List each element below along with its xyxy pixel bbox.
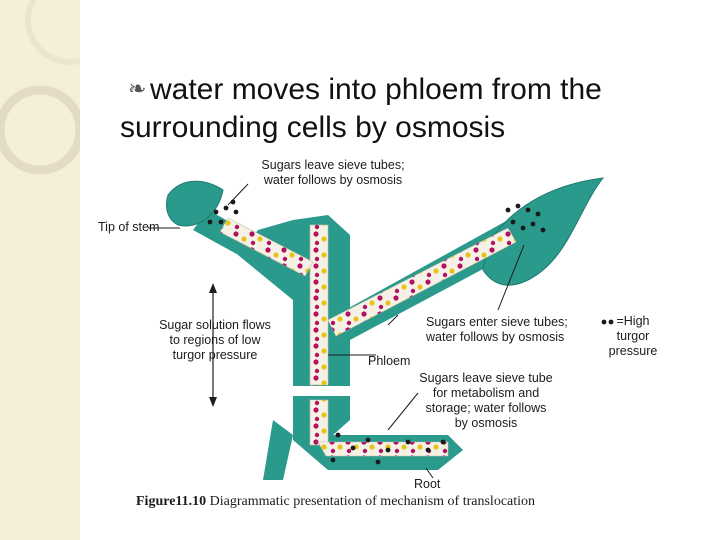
leaf-bullet-icon: ❧ (128, 70, 150, 108)
bullet-point: ❧water moves into phloem from the surrou… (128, 70, 708, 147)
translocation-diagram: Sugars leave sieve tubes; water follows … (88, 150, 688, 490)
figure-number: Figure11.10 (136, 494, 206, 509)
label-sugars-leave-bottom-line4: by osmosis (455, 416, 518, 430)
label-sugars-leave-top-line2: water follows by osmosis (264, 173, 402, 187)
decorative-side-strip (0, 0, 80, 540)
label-sugars-leave-bottom: Sugars leave sieve tube for metabolism a… (406, 371, 566, 431)
label-sugars-leave-bottom-line2: for metabolism and (433, 386, 539, 400)
figure-caption-text: Diagrammatic presentation of mechanism o… (210, 494, 535, 509)
label-sugars-enter-line2: water follows by osmosis (426, 330, 564, 344)
label-sugars-leave-top-line1: Sugars leave sieve tubes; (261, 158, 404, 172)
label-sugars-enter: Sugars enter sieve tubes; water follows … (426, 315, 568, 345)
label-sugars-leave-top: Sugars leave sieve tubes; water follows … (238, 158, 428, 188)
label-sugar-flow: Sugar solution flows to regions of low t… (140, 318, 290, 363)
label-high-turgor-line3: pressure (609, 344, 658, 358)
decorative-rings (0, 0, 80, 540)
label-sugar-flow-line3: turgor pressure (173, 348, 258, 362)
stem-break (283, 386, 363, 396)
label-sugar-flow-line1: Sugar solution flows (159, 318, 271, 332)
figure-caption: Figure11.10 Diagrammatic presentation of… (136, 494, 696, 510)
label-sugars-enter-line1: Sugars enter sieve tubes; (426, 315, 568, 329)
label-sugars-leave-bottom-line3: storage; water follows (426, 401, 547, 415)
bullet-text-line2: surrounding cells by osmosis (120, 111, 505, 144)
label-high-turgor: =High turgor pressure (593, 314, 673, 359)
label-high-turgor-line2: turgor (617, 329, 650, 343)
label-high-turgor-line1: =High (616, 314, 649, 328)
label-tip-of-stem: Tip of stem (98, 220, 159, 235)
label-root: Root (414, 477, 440, 492)
bullet-text-line1: water moves into phloem from the (150, 73, 602, 106)
label-sugar-flow-line2: to regions of low (169, 333, 260, 347)
label-sugars-leave-bottom-line1: Sugars leave sieve tube (419, 371, 552, 385)
label-phloem: Phloem (368, 354, 410, 369)
